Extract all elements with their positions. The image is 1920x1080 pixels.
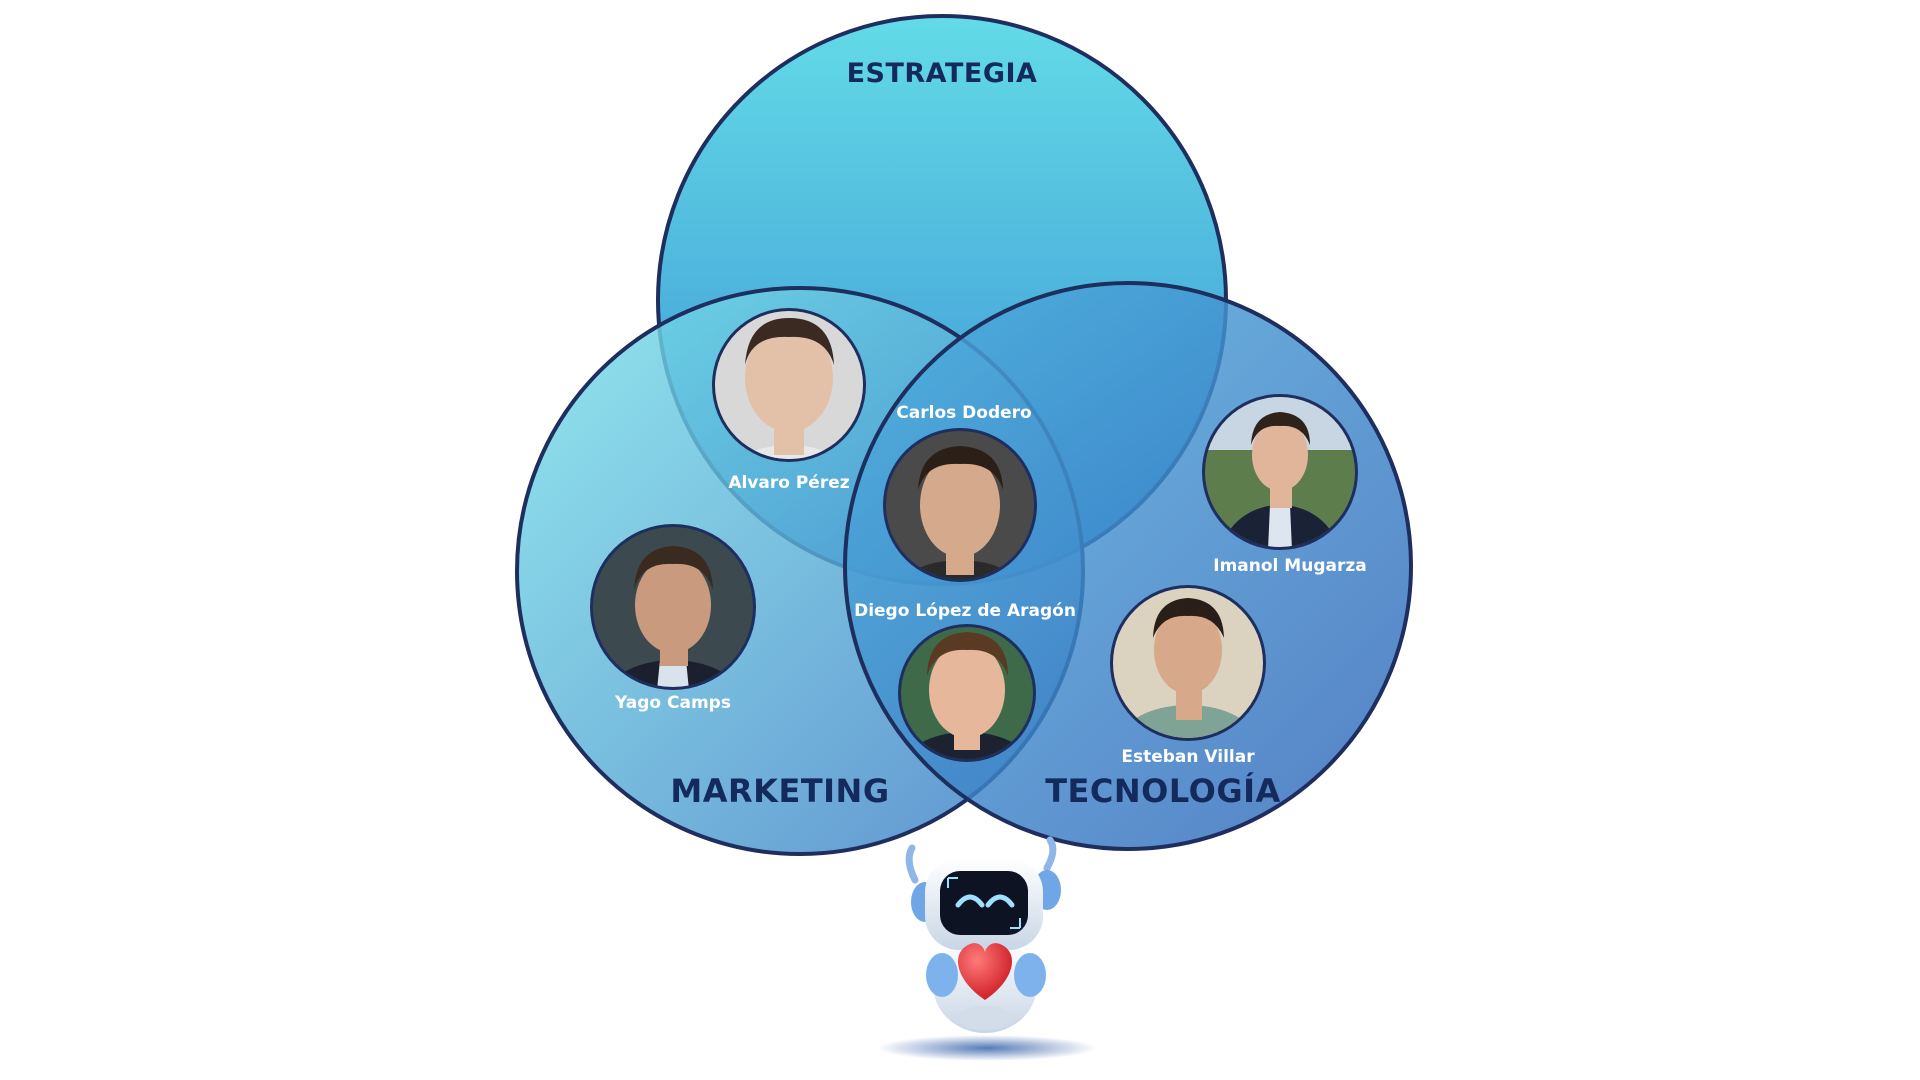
person-name-alvaro: Alvaro Pérez [728, 473, 849, 493]
label-marketing: MARKETING [670, 772, 889, 810]
person-avatar-alvaro [712, 308, 866, 462]
person-name-imanol: Imanol Mugarza [1213, 556, 1366, 576]
person-avatar-diego [898, 624, 1036, 762]
person-avatar-esteban [1110, 585, 1266, 741]
robot-holding-heart-icon [877, 836, 1097, 1061]
label-estrategia: ESTRATEGIA [847, 58, 1038, 89]
person-name-esteban: Esteban Villar [1121, 747, 1255, 767]
person-name-carlos: Carlos Dodero [896, 403, 1031, 423]
person-name-diego: Diego López de Aragón [854, 601, 1076, 621]
label-tecnologia: TECNOLOGÍA [1045, 772, 1281, 810]
person-avatar-carlos [883, 428, 1037, 582]
person-name-yago: Yago Camps [614, 693, 731, 713]
